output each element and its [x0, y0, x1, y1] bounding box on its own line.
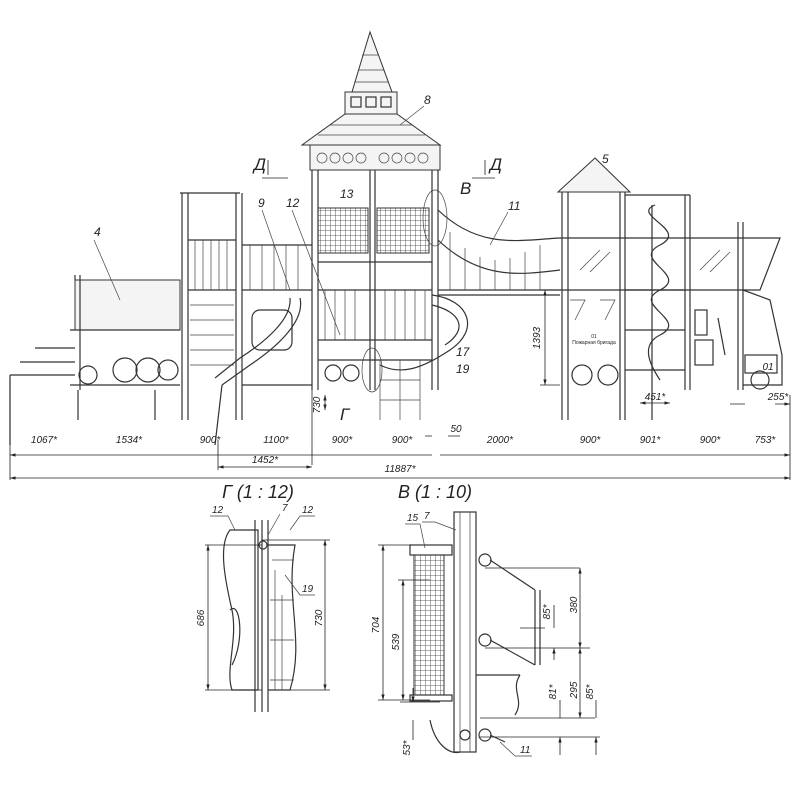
left-section	[180, 192, 312, 446]
detail-g-label-19: 19	[302, 584, 314, 595]
vehicle-number: 01	[762, 362, 773, 373]
dim-753: 753*	[755, 435, 777, 446]
detail-g-dim-686: 686	[196, 609, 207, 626]
detail-v-label-11: 11	[520, 745, 530, 756]
dim-451: 451*	[645, 392, 667, 403]
label-12: 12	[286, 196, 300, 210]
label-4: 4	[94, 225, 101, 239]
detail-v-view: В (1 : 10) 704 539 53* 85* 380 81* 295 8…	[371, 482, 600, 757]
detail-g-view: Г (1 : 12) 686 730 12 7 12 19	[196, 482, 330, 712]
detail-g-label-7: 7	[282, 503, 288, 514]
tube-slide	[379, 294, 469, 371]
dim-900-c: 900*	[392, 435, 414, 446]
detail-v-title: В (1 : 10)	[398, 482, 472, 502]
dim-1452: 1452*	[252, 455, 279, 466]
dim-730: 730	[312, 396, 323, 413]
detail-g-label-12a: 12	[212, 505, 224, 516]
label-5: 5	[602, 152, 609, 166]
right-tower: 01 Пожарная бригада 01	[556, 157, 783, 420]
label-9: 9	[258, 196, 265, 210]
detail-v-dim-81: 81*	[548, 683, 559, 699]
detail-callout-g: Г	[340, 405, 351, 424]
dim-900-b: 900*	[332, 435, 354, 446]
label-17: 17	[456, 345, 471, 359]
part-labels: 4 5 8 9 12 13 11 17 19 Д Д В Г	[93, 93, 609, 424]
dim-255: 255*	[767, 392, 790, 403]
detail-g-dim-730: 730	[314, 609, 325, 626]
detail-v-label-7: 7	[424, 511, 430, 522]
central-tower	[300, 30, 442, 420]
locomotive	[9, 275, 181, 445]
dim-1067: 1067*	[31, 435, 58, 446]
detail-v-dim-704: 704	[371, 616, 382, 633]
dim-900-e: 900*	[700, 435, 722, 446]
detail-v-dim-53: 53*	[402, 739, 413, 755]
rope-bridge	[437, 209, 561, 296]
dim-50: 50	[450, 424, 462, 435]
sign-number: 01	[591, 334, 597, 340]
label-13: 13	[340, 187, 354, 201]
sign-text: Пожарная бригада	[572, 340, 616, 346]
section-mark-left: Д	[252, 155, 266, 174]
detail-g-title: Г (1 : 12)	[222, 482, 294, 502]
detail-callout-v: В	[460, 179, 471, 198]
dim-11887: 11887*	[385, 464, 417, 475]
dim-1534: 1534*	[116, 435, 143, 446]
dim-900-d: 900*	[580, 435, 602, 446]
label-19: 19	[456, 362, 470, 376]
detail-v-dim-539: 539	[391, 633, 402, 650]
label-8: 8	[424, 93, 431, 107]
detail-v-dim-380: 380	[569, 596, 580, 613]
dim-2000: 2000*	[486, 435, 514, 446]
dimension-lines: 1067* 1534* 900* 1100* 900* 900* 50 2000…	[10, 289, 790, 480]
dim-900-a: 900*	[200, 435, 222, 446]
detail-v-dim-295: 295	[569, 681, 580, 699]
detail-g-label-12b: 12	[302, 505, 314, 516]
elevation-view: 01 Пожарная бригада 01 4 5 8 9 12	[9, 30, 790, 480]
detail-v-dim-85-a: 85*	[542, 603, 553, 619]
dim-901: 901*	[640, 435, 662, 446]
detail-v-label-15: 15	[407, 513, 419, 524]
label-11: 11	[508, 199, 520, 213]
section-mark-right: Д	[488, 155, 502, 174]
detail-v-dim-85-b: 85*	[585, 683, 596, 699]
dim-1100: 1100*	[263, 435, 290, 446]
dim-1393: 1393	[532, 326, 543, 349]
